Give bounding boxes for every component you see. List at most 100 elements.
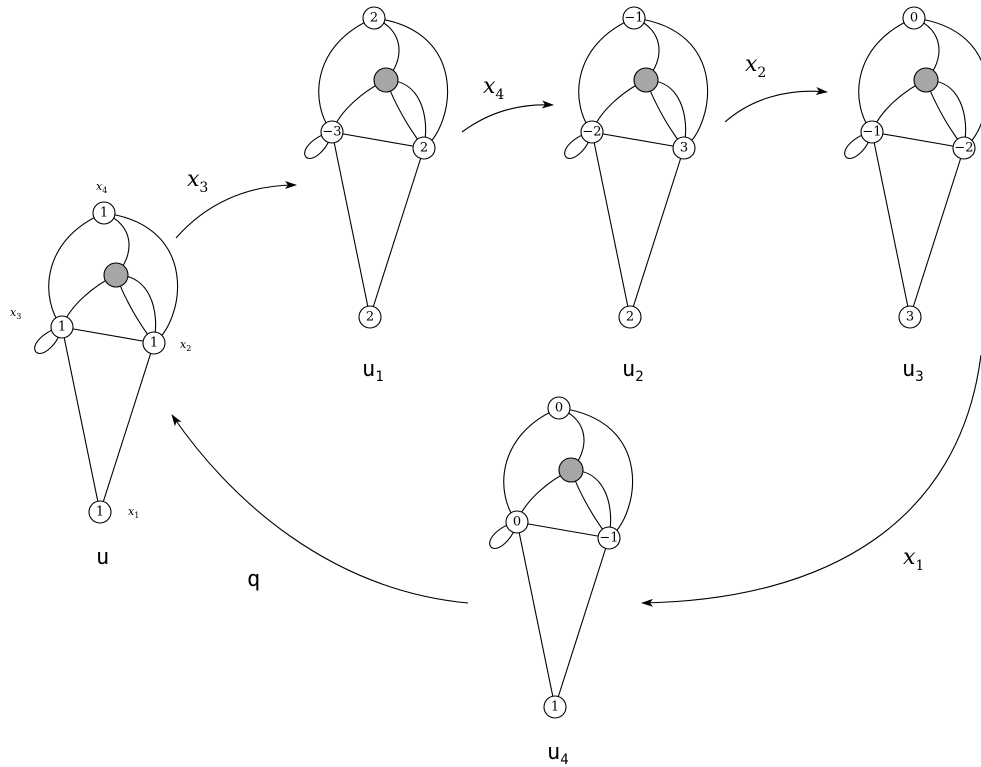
- node-bottom-value: 2: [626, 310, 634, 325]
- loop-left: [564, 131, 593, 159]
- edge-left-right: [516, 521, 610, 539]
- node-right: [597, 526, 621, 550]
- node-right-value: 1: [150, 336, 158, 351]
- graph-u: 1 1 1 1 x4 x3 x2 x1 u: [10, 180, 191, 570]
- edge-left-right: [61, 326, 155, 344]
- edge-right-bottom: [369, 147, 425, 318]
- node-left: [505, 510, 529, 534]
- edge-top-right-outer: [103, 212, 179, 344]
- node-left-value: −3: [322, 125, 341, 140]
- node-top: [902, 6, 926, 30]
- node-right-value: 2: [420, 141, 428, 156]
- edge-top-left-outer: [858, 17, 915, 133]
- edge-right-bottom: [629, 147, 685, 318]
- node-bottom-value: 1: [551, 700, 559, 715]
- hub-node: [103, 262, 129, 288]
- edge-top-right-outer: [913, 17, 981, 149]
- node-left-value: 0: [513, 515, 521, 530]
- arrow-x4: [461, 100, 554, 133]
- graph-u3: 0 −1 −2 3 u3: [844, 6, 981, 385]
- vertex-label-x3: x3: [10, 306, 21, 321]
- hub-node: [558, 457, 584, 483]
- node-bottom: [898, 305, 922, 329]
- hub-node: [373, 67, 399, 93]
- node-right-value: 3: [680, 141, 688, 156]
- node-left-value: −2: [582, 125, 601, 140]
- edge-top-left-outer: [578, 17, 635, 133]
- graph-label-u2: u2: [622, 357, 644, 385]
- node-bottom-value: 3: [906, 310, 914, 325]
- node-bottom: [618, 305, 642, 329]
- node-right-value: −1: [599, 531, 618, 546]
- node-top-value: 0: [910, 11, 918, 26]
- graph-label-u4: u4: [547, 740, 569, 767]
- edge-top-left-outer: [48, 212, 105, 328]
- graph-label-u3: u3: [902, 357, 924, 385]
- node-top-value: −1: [624, 11, 643, 26]
- node-left: [860, 120, 884, 144]
- edge-left-right: [331, 131, 425, 149]
- edge-right-bottom: [909, 147, 965, 318]
- arrow-label-x1: x1: [903, 545, 924, 574]
- graph-u1: 2 −3 2 2 u1: [304, 6, 449, 385]
- edge-top-left-outer: [318, 17, 375, 133]
- node-bottom: [358, 305, 382, 329]
- edge-right-bottom: [99, 342, 155, 513]
- node-right-value: −2: [954, 141, 973, 156]
- arrow-label-x4: x4: [483, 74, 504, 103]
- edge-top-right-outer: [633, 17, 709, 149]
- node-left-value: −1: [862, 125, 881, 140]
- vertex-label-x1: x1: [128, 505, 139, 520]
- edge-left-bottom: [61, 326, 101, 513]
- node-bottom: [88, 500, 112, 524]
- edge-top-left-outer: [503, 407, 560, 523]
- node-left: [320, 120, 344, 144]
- arrow-q: [171, 414, 469, 604]
- arrow-label-x3: x3: [187, 167, 208, 196]
- hub-node: [913, 67, 939, 93]
- loop-left: [304, 131, 333, 159]
- graph-label-u1: u1: [362, 357, 384, 385]
- arrow-x2: [724, 86, 828, 123]
- loop-left: [489, 521, 518, 549]
- node-right: [952, 136, 976, 160]
- graph-label-u: u: [96, 545, 109, 570]
- arrow-x3: [175, 181, 297, 239]
- edge-left-bottom: [516, 521, 556, 708]
- node-left: [580, 120, 604, 144]
- edge-right-bottom: [554, 537, 610, 708]
- loop-left: [34, 326, 63, 354]
- hub-node: [633, 67, 659, 93]
- node-top-value: 2: [370, 11, 378, 26]
- node-top-value: 0: [555, 401, 563, 416]
- graph-u2: −1 −2 3 2 u2: [564, 6, 709, 385]
- arrow-label-q: q: [247, 567, 260, 592]
- node-left-value: 1: [58, 320, 66, 335]
- arrow-label-x2: x2: [745, 52, 766, 81]
- node-top: [547, 396, 571, 420]
- node-right: [672, 136, 696, 160]
- edge-left-right: [591, 131, 685, 149]
- loop-left: [844, 131, 873, 159]
- node-top: [622, 6, 646, 30]
- edge-top-right-outer: [373, 17, 449, 149]
- node-bottom: [543, 695, 567, 719]
- node-top-value: 1: [100, 206, 108, 221]
- edge-left-bottom: [331, 131, 371, 318]
- edge-top-right-outer: [558, 407, 634, 539]
- vertex-label-x2: x2: [180, 338, 191, 353]
- node-bottom-value: 1: [96, 505, 104, 520]
- node-left: [50, 315, 74, 339]
- node-top: [92, 201, 116, 225]
- node-top: [362, 6, 386, 30]
- edge-left-right: [871, 131, 965, 149]
- node-bottom-value: 2: [366, 310, 374, 325]
- graph-u4: 0 0 −1 1 u4: [489, 396, 634, 767]
- node-right: [412, 136, 436, 160]
- edge-left-bottom: [591, 131, 631, 318]
- vertex-label-x4: x4: [96, 180, 107, 195]
- arrow-x1: [641, 354, 981, 607]
- node-right: [142, 331, 166, 355]
- edge-left-bottom: [871, 131, 911, 318]
